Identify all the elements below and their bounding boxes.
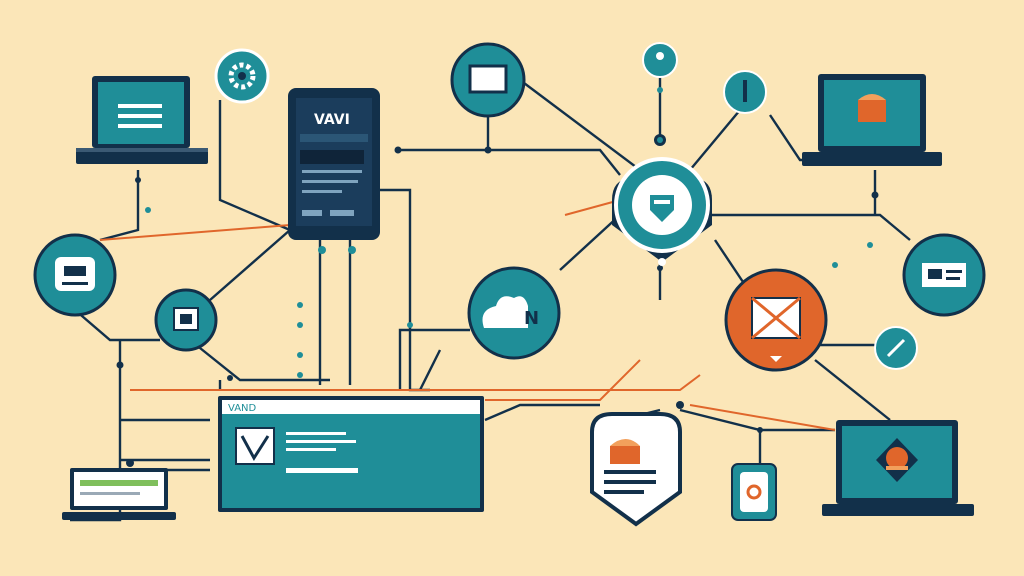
cloud-label: N — [524, 308, 539, 329]
laptop-icon — [802, 74, 942, 166]
monitor-label: VAND — [228, 403, 257, 414]
gear-icon — [214, 48, 270, 104]
info-icon — [723, 70, 767, 114]
laptop-icon — [62, 468, 176, 520]
pin-icon — [874, 326, 918, 370]
screen-icon — [450, 42, 526, 118]
phone-icon — [731, 463, 777, 521]
pin-icon — [642, 42, 678, 78]
connector-dots — [116, 134, 879, 467]
cloud-icon: N — [467, 266, 561, 360]
tablet-label: VAVI — [314, 112, 350, 128]
shield-icon — [590, 412, 682, 527]
envelope-icon — [724, 268, 828, 372]
window-icon — [154, 288, 218, 352]
laptop-icon — [76, 76, 208, 164]
shield-icon — [612, 157, 712, 266]
accent-lines — [99, 199, 836, 431]
monitor-icon: VAND — [218, 396, 484, 512]
tablet-icon: VAVI — [288, 88, 380, 240]
card-icon — [902, 233, 986, 317]
badge-icon — [33, 233, 117, 317]
laptop-icon — [822, 420, 974, 516]
